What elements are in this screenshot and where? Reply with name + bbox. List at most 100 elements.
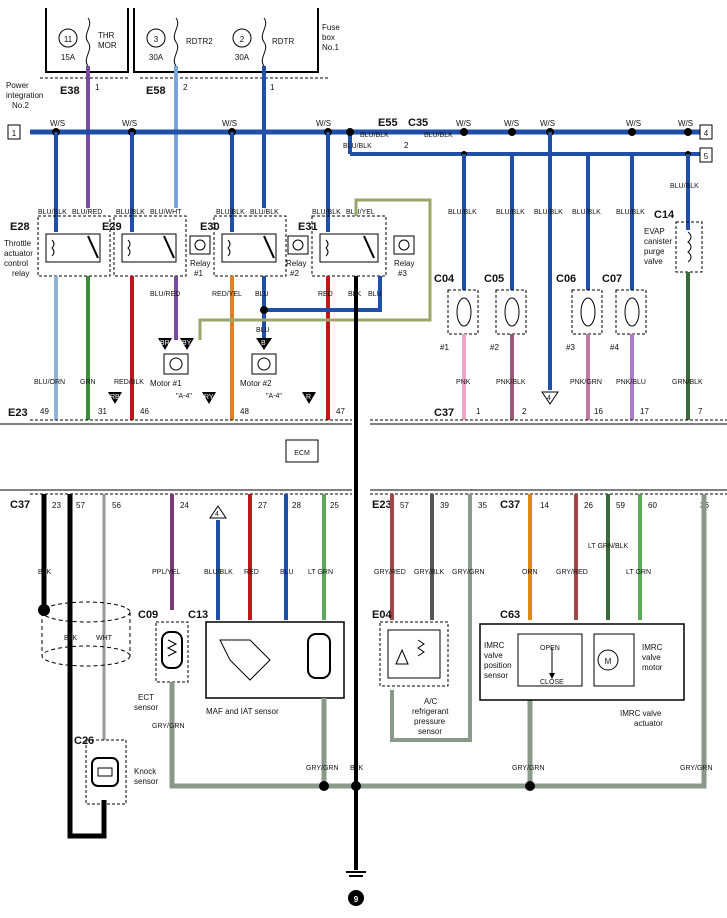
- bus-end-box-4-label: 4: [704, 129, 709, 138]
- connector-c05: C05: [484, 273, 504, 285]
- connector-e55: E55: [378, 117, 398, 129]
- injector-3-label: #3: [566, 343, 575, 352]
- c37-16-wire-label: PNK/GRN: [570, 379, 602, 386]
- fuse-2-amps: 30A: [235, 53, 250, 62]
- fuse-2-symbol: [261, 17, 267, 67]
- fuse-11-symbol: [85, 17, 91, 67]
- throttle-relay-label-4: relay: [12, 269, 29, 278]
- injector-2-label: #2: [490, 343, 499, 352]
- bus-end-box-5-label: 5: [704, 152, 709, 161]
- e31-in2-label: BLU/YEL: [346, 209, 375, 216]
- c06-wire-label: BLU/BLK: [572, 209, 601, 216]
- motor1-label: Motor #1: [150, 379, 182, 388]
- connector-c35: C35: [408, 117, 428, 129]
- pin-e23-49: 49: [40, 407, 49, 416]
- pin-c37-60: 60: [648, 501, 657, 510]
- fuse-3-name: RDTR2: [186, 37, 213, 46]
- marker-ry: RY: [202, 392, 216, 404]
- svg-text:9: 9: [354, 895, 359, 904]
- ecm-label: ECM: [294, 450, 310, 457]
- connector-c37-left: C37: [10, 499, 30, 511]
- motor2-label: Motor #2: [240, 379, 272, 388]
- motor1-ref: "A-4": [176, 393, 192, 400]
- knock-label-2: sensor: [134, 777, 158, 786]
- connector-c63: C63: [500, 609, 520, 621]
- imrc-pos-label-3: position: [484, 661, 512, 670]
- bus-end-box-1-label: 1: [12, 129, 17, 138]
- knock-sensor-icon: [85, 739, 127, 805]
- motor2-ref: "A-4": [266, 393, 282, 400]
- connector-e28: E28: [10, 221, 30, 233]
- relay-e31-box: [311, 215, 387, 277]
- ect-label-2: sensor: [134, 703, 158, 712]
- pin-c37-56: 56: [112, 501, 121, 510]
- e29-in-label: BLU/BLK: [116, 209, 145, 216]
- relay1-label-2: #1: [194, 269, 203, 278]
- svg-text:4: 4: [215, 511, 219, 518]
- injector-1-label: #1: [440, 343, 449, 352]
- fuse-11-name-1: THR: [98, 31, 115, 40]
- pin-c37-17: 17: [640, 407, 649, 416]
- e23-39-wire-label: GRY/BLK: [414, 569, 445, 576]
- c37-7-wire-label: GRN/BLK: [672, 379, 703, 386]
- pin-ecm-27: 27: [258, 501, 267, 510]
- c37-60-wire-label: LT GRN: [626, 569, 651, 576]
- fuse-3-symbol: [173, 17, 179, 67]
- marker-rb: RB: [108, 392, 122, 404]
- c37-1-wire-label: PNK: [456, 379, 471, 386]
- ecm-icon: ECM: [285, 439, 319, 463]
- connector-c37-top: C37: [434, 407, 454, 419]
- pin-c37-16: 16: [594, 407, 603, 416]
- ect-ground-label: GRY/GRN: [152, 723, 185, 730]
- fuse-2-number: 2: [240, 35, 245, 44]
- connector-e30: E30: [200, 221, 220, 233]
- relay-feed-wires: [54, 132, 330, 232]
- evap-valve-icon: [675, 221, 703, 273]
- fuse-3-badge: [146, 28, 166, 48]
- power-integration-label-1: Power: [6, 81, 29, 90]
- pin-e23-48: 48: [240, 407, 249, 416]
- pin-c37-14: 14: [540, 501, 549, 510]
- pin-e58: 2: [183, 83, 188, 92]
- svg-text:RY: RY: [204, 394, 214, 401]
- relay3-label-2: #3: [398, 269, 407, 278]
- fuse-11-number: 11: [64, 35, 73, 44]
- fuse-11-name-2: MOR: [98, 41, 117, 50]
- main-ground-label: BLK: [350, 765, 364, 772]
- relay-e28-internals: [45, 233, 101, 263]
- knock-label-1: Knock: [134, 767, 157, 776]
- ecm-24-wire-label: PPL/YEL: [152, 569, 181, 576]
- injector-1-icon: [447, 289, 479, 335]
- motor2-icon: [251, 353, 277, 375]
- ect-label-1: ECT: [138, 693, 154, 702]
- relay-e31-internals: [319, 233, 379, 263]
- e55-wire-label: BLU/BLK: [360, 132, 389, 139]
- connector-c13: C13: [188, 609, 208, 621]
- marker-by: BY: [180, 338, 194, 350]
- evap-label-1: EVAP: [644, 227, 665, 236]
- imrc-actuator-label-2: actuator: [634, 719, 663, 728]
- c37-57-wire-label: BLK: [64, 635, 78, 642]
- c07-wire-label: BLU/BLK: [616, 209, 645, 216]
- e30-out2-label: BLU: [255, 291, 269, 298]
- c37-23-wire-label: BLK: [38, 569, 52, 576]
- marker-b: B: [256, 338, 272, 350]
- power-integration-label-3: No.2: [12, 101, 29, 110]
- imrc-pos-label-4: sensor: [484, 671, 508, 680]
- e23-49-wire-label: BLU/ORN: [34, 379, 65, 386]
- svg-text:4: 4: [547, 395, 551, 402]
- pin-ecm-28: 28: [292, 501, 301, 510]
- fuse-11-amps: 15A: [61, 53, 76, 62]
- connector-c07: C07: [602, 273, 622, 285]
- imrc-motor-label-2: valve: [642, 653, 661, 662]
- ac-label-4: sensor: [418, 727, 442, 736]
- c37-17-wire-label: PNK/BLU: [616, 379, 646, 386]
- ws-label-3: W/S: [222, 119, 237, 128]
- wire-gry-grn-ground: [169, 494, 707, 789]
- fuse-box-no1: [133, 8, 319, 73]
- pin-ecm-24: 24: [180, 501, 189, 510]
- relay1-label-1: Relay: [190, 259, 210, 268]
- fuse-box-label-1: Fuse: [322, 23, 340, 32]
- c04-wire-label: BLU/BLK: [448, 209, 477, 216]
